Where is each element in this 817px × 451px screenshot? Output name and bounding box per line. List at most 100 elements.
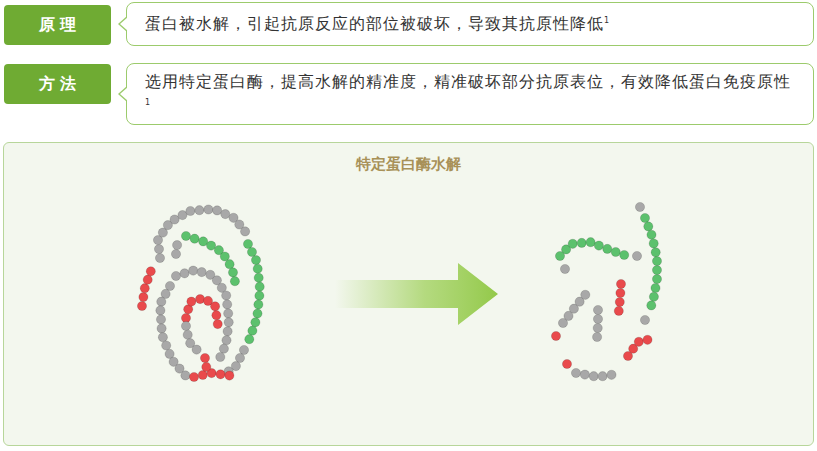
amino-bead bbox=[647, 301, 656, 310]
principle-tag: 原 理 bbox=[4, 5, 111, 45]
method-bubble: 选用特定蛋白酶，提高水解的精准度，精准破坏部分抗原表位，有效降低蛋白免疫原性 1 bbox=[126, 63, 814, 125]
amino-bead bbox=[213, 206, 222, 215]
amino-bead bbox=[593, 305, 602, 314]
amino-bead bbox=[593, 332, 602, 341]
amino-bead bbox=[562, 359, 571, 368]
amino-bead bbox=[607, 370, 616, 379]
description-text-block: 蛋白被水解，引起抗原反应的部位被破坏，导致其抗原性降低1 bbox=[145, 12, 609, 36]
amino-bead bbox=[200, 353, 209, 362]
amino-bead bbox=[139, 293, 148, 302]
amino-bead bbox=[652, 257, 661, 266]
amino-bead bbox=[594, 241, 603, 250]
amino-bead bbox=[571, 368, 580, 377]
amino-bead bbox=[640, 213, 649, 222]
amino-bead bbox=[649, 239, 658, 248]
amino-bead bbox=[245, 335, 254, 344]
amino-bead bbox=[181, 231, 190, 240]
amino-bead bbox=[581, 290, 590, 299]
amino-bead bbox=[634, 337, 643, 346]
amino-bead bbox=[647, 230, 656, 239]
amino-bead bbox=[222, 291, 231, 300]
panel-title: 特定蛋白酶水解 bbox=[4, 155, 813, 174]
amino-bead bbox=[598, 372, 607, 381]
amino-bead bbox=[156, 315, 165, 324]
amino-bead bbox=[593, 314, 602, 323]
amino-bead bbox=[643, 335, 652, 344]
tag-label: 原 理 bbox=[39, 15, 77, 36]
amino-bead bbox=[181, 371, 190, 380]
amino-bead bbox=[221, 210, 230, 219]
description-text: 选用特定蛋白酶，提高水解的精准度，精准破坏部分抗原表位，有效降低蛋白免疫原性 bbox=[145, 72, 791, 91]
amino-bead bbox=[611, 247, 620, 256]
amino-bead bbox=[616, 288, 625, 297]
amino-bead bbox=[223, 327, 232, 336]
amino-bead bbox=[186, 206, 195, 215]
amino-bead bbox=[254, 273, 263, 282]
amino-bead bbox=[251, 318, 260, 327]
description-text-block: 选用特定蛋白酶，提高水解的精准度，精准破坏部分抗原表位，有效降低蛋白免疫原性 1 bbox=[145, 70, 793, 118]
amino-bead bbox=[652, 266, 661, 275]
amino-bead bbox=[228, 268, 237, 277]
amino-bead bbox=[254, 300, 263, 309]
amino-bead bbox=[248, 326, 257, 335]
amino-bead bbox=[589, 372, 598, 381]
amino-bead bbox=[157, 324, 166, 333]
footnote-number: 1 bbox=[604, 16, 609, 25]
description-text: 蛋白被水解，引起抗原反应的部位被破坏，导致其抗原性降低 bbox=[145, 14, 604, 33]
amino-bead bbox=[615, 297, 624, 306]
amino-bead bbox=[632, 251, 641, 260]
amino-bead bbox=[251, 256, 260, 265]
amino-bead bbox=[551, 331, 560, 340]
amino-bead bbox=[222, 336, 231, 345]
amino-bead bbox=[230, 277, 239, 286]
amino-bead bbox=[154, 245, 163, 254]
principle-bubble: 蛋白被水解，引起抗原反应的部位被破坏，导致其抗原性降低1 bbox=[126, 2, 814, 46]
bead-chains bbox=[137, 202, 661, 381]
amino-bead bbox=[616, 279, 625, 288]
amino-bead bbox=[216, 352, 225, 361]
amino-bead bbox=[180, 269, 189, 278]
amino-bead bbox=[651, 283, 660, 292]
amino-bead bbox=[158, 333, 167, 342]
amino-bead bbox=[644, 222, 653, 231]
illustration-panel: 特定蛋白酶水解 bbox=[3, 142, 814, 446]
amino-bead bbox=[162, 341, 171, 350]
amino-bead bbox=[140, 284, 149, 293]
amino-bead bbox=[640, 315, 649, 324]
amino-bead bbox=[187, 297, 196, 306]
amino-bead bbox=[171, 249, 180, 258]
amino-bead bbox=[197, 268, 206, 277]
amino-bead bbox=[137, 301, 146, 310]
tag-label: 方 法 bbox=[39, 74, 77, 95]
amino-bead bbox=[192, 345, 201, 354]
amino-bead bbox=[603, 244, 612, 253]
amino-bead bbox=[190, 234, 199, 243]
process-arrow bbox=[335, 263, 498, 325]
amino-bead bbox=[225, 371, 234, 380]
amino-bead bbox=[255, 282, 264, 291]
footnote-number: 1 bbox=[145, 98, 150, 107]
amino-bead bbox=[253, 309, 262, 318]
amino-bead bbox=[155, 253, 164, 262]
amino-bead bbox=[143, 275, 152, 284]
amino-bead bbox=[189, 266, 198, 275]
amino-bead bbox=[614, 306, 623, 315]
amino-bead bbox=[651, 248, 660, 257]
amino-bead bbox=[204, 205, 213, 214]
amino-bead bbox=[241, 227, 250, 236]
amino-bead bbox=[224, 309, 233, 318]
amino-bead bbox=[255, 291, 264, 300]
method-tag: 方 法 bbox=[4, 64, 111, 104]
amino-bead bbox=[211, 302, 220, 311]
amino-bead bbox=[181, 321, 190, 330]
amino-bead bbox=[568, 239, 577, 248]
amino-bead bbox=[635, 202, 644, 211]
amino-bead bbox=[173, 241, 182, 250]
amino-bead bbox=[620, 250, 629, 259]
amino-bead bbox=[216, 370, 225, 379]
amino-bead bbox=[223, 300, 232, 309]
amino-bead bbox=[146, 267, 155, 276]
amino-bead bbox=[649, 292, 658, 301]
amino-bead bbox=[202, 362, 211, 371]
